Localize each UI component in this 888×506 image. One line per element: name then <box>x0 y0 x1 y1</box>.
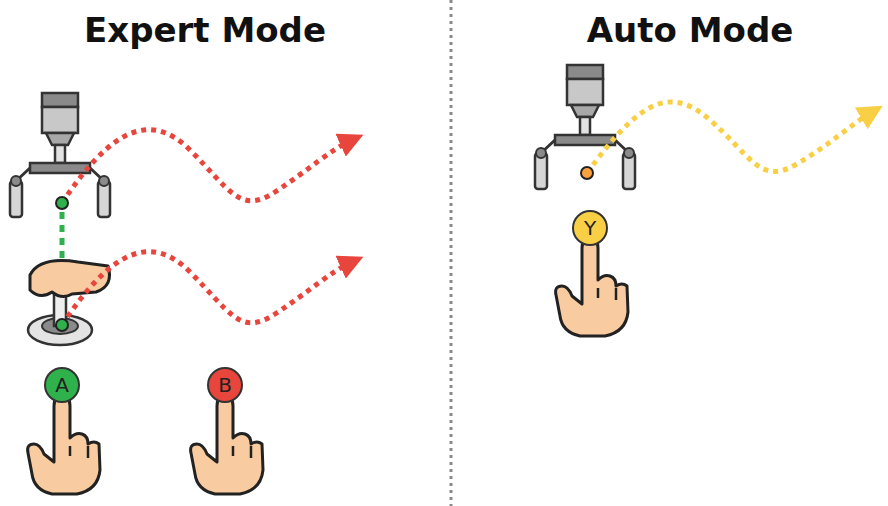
button-letter: Y <box>584 218 596 238</box>
robot-gripper <box>10 93 110 217</box>
robot-gripper <box>535 65 635 189</box>
finger-press <box>191 396 263 494</box>
button-circle: B <box>207 367 243 403</box>
control-point <box>56 197 68 209</box>
button-circle: Y <box>572 210 608 246</box>
button-letter: A <box>55 375 69 395</box>
button-letter: B <box>218 375 232 395</box>
control-point <box>56 319 68 331</box>
motion-path <box>62 252 352 325</box>
motion-path <box>587 102 872 173</box>
control-point <box>581 167 593 179</box>
divider-line <box>450 0 453 506</box>
finger-press <box>28 396 100 494</box>
finger-press <box>556 238 628 336</box>
mode-heading: Expert Mode <box>5 10 405 50</box>
button-circle: A <box>44 367 80 403</box>
motion-path <box>62 130 352 203</box>
joystick-controller <box>28 261 110 345</box>
mode-heading: Auto Mode <box>490 10 888 50</box>
